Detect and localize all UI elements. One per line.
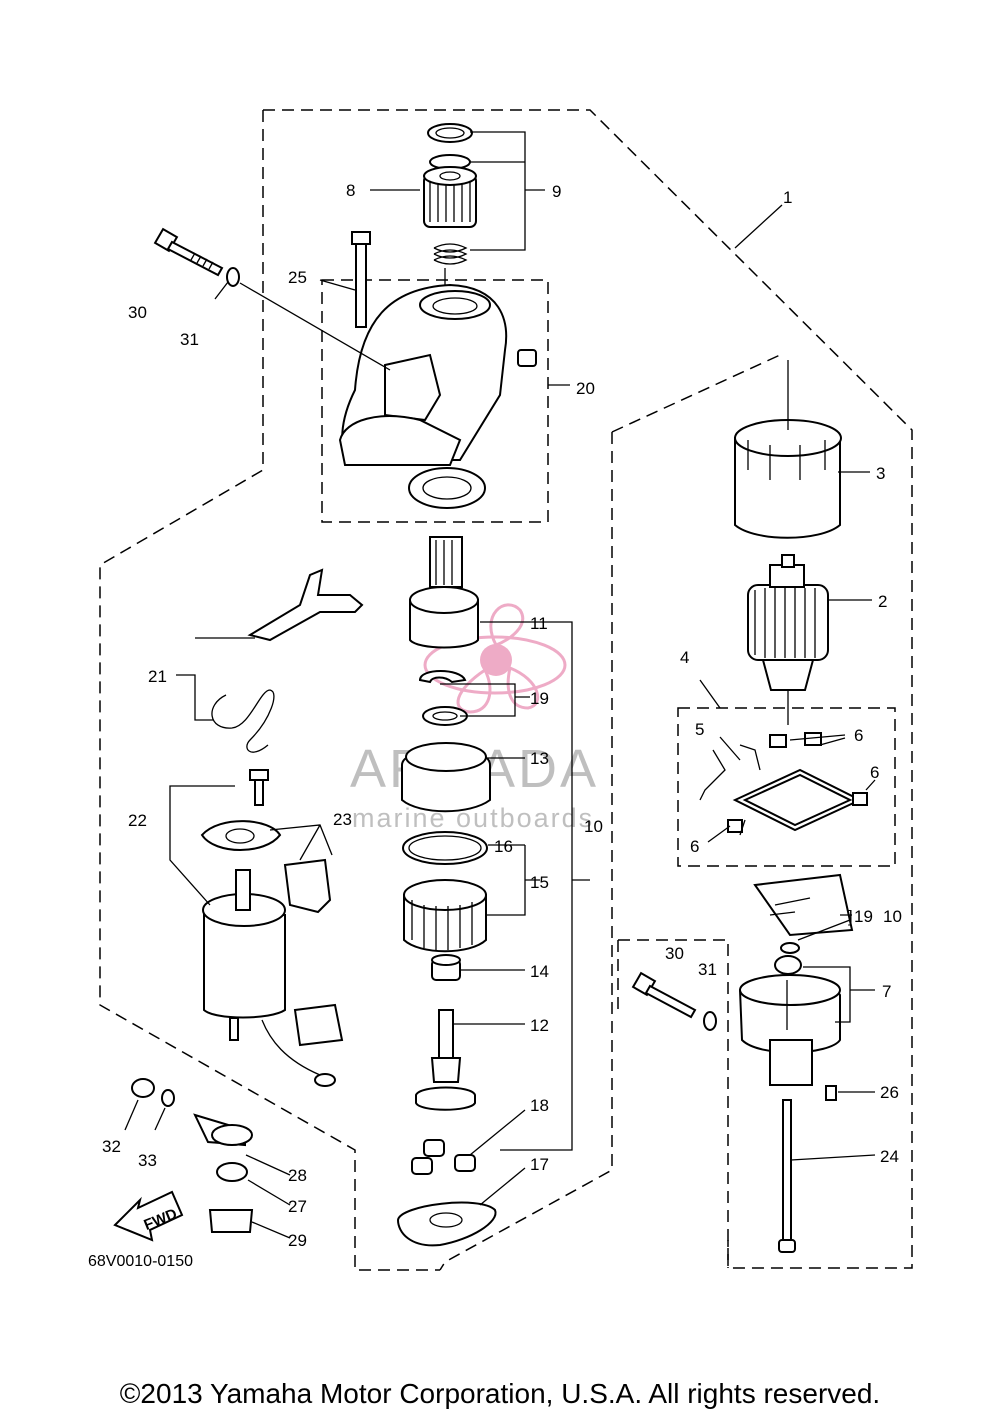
- callout-3: 3: [876, 464, 885, 483]
- callout-16: 16: [494, 837, 513, 856]
- propeller-logo-icon: [423, 603, 567, 714]
- callout-21: 21: [148, 667, 167, 686]
- bolt-rear: [631, 971, 837, 1101]
- callout-29: 29: [288, 1231, 307, 1250]
- bolt-upper: [153, 227, 391, 371]
- callout-27: 27: [288, 1197, 307, 1216]
- callout-labels: 1 2 3 4 5 6 6 6 7 8 9 10 10 11 12 13 14 …: [102, 181, 902, 1250]
- callout-15: 15: [530, 873, 549, 892]
- callout-5: 5: [695, 720, 704, 739]
- callout-23: 23: [333, 810, 352, 829]
- callout-20: 20: [576, 379, 595, 398]
- callout-25: 25: [288, 268, 307, 287]
- callout-2: 2: [878, 592, 887, 611]
- callout-24: 24: [880, 1147, 899, 1166]
- pinion-gear-set: [423, 123, 477, 300]
- callout-7: 7: [882, 982, 891, 1001]
- callout-12: 12: [530, 1016, 549, 1035]
- callout-26: 26: [880, 1083, 899, 1102]
- callout-33: 33: [138, 1151, 157, 1170]
- diagram-code: 68V0010-0150: [88, 1253, 193, 1270]
- front-bracket-housing: [338, 231, 537, 509]
- callout-18: 18: [530, 1096, 549, 1115]
- callout-6c: 6: [690, 837, 699, 856]
- callout-19b-bracket: ]: [848, 907, 853, 926]
- callout-31a: 31: [180, 330, 199, 349]
- callout-17: 17: [530, 1155, 549, 1174]
- callout-4: 4: [680, 648, 689, 667]
- grommet-set: [283, 858, 344, 1047]
- callout-28: 28: [288, 1166, 307, 1185]
- armature: [747, 554, 829, 725]
- fwd-arrow-icon: FWD: [113, 1190, 184, 1242]
- callout-30b: 30: [665, 944, 684, 963]
- magnetic-switch: [200, 769, 336, 1087]
- callout-8: 8: [346, 181, 355, 200]
- callout-13: 13: [530, 749, 549, 768]
- callout-19b: 19: [854, 907, 873, 926]
- drive-assembly: [409, 536, 479, 649]
- rear-end-cover: [738, 873, 854, 1086]
- planetary-gear-parts: [396, 670, 497, 1247]
- copyright-notice: ©2013 Yamaha Motor Corporation, U.S.A. A…: [119, 1378, 881, 1409]
- callout-10a: 10: [584, 817, 603, 836]
- shift-lever-spring: [211, 568, 364, 753]
- callout-32: 32: [102, 1137, 121, 1156]
- callout-6a: 6: [854, 726, 863, 745]
- callout-10b: 10: [883, 907, 902, 926]
- terminal-hardware: [131, 1078, 254, 1233]
- callout-19a: 19: [530, 689, 549, 708]
- callout-1: 1: [783, 188, 792, 207]
- callout-6b: 6: [870, 763, 879, 782]
- through-bolt: [778, 1099, 796, 1253]
- assembly-outlines: [99, 109, 913, 1271]
- callout-11: 11: [530, 614, 548, 633]
- brush-holder-assembly: [699, 732, 868, 836]
- callout-9: 9: [552, 182, 561, 201]
- callout-22: 22: [128, 811, 147, 830]
- yoke-assembly: [734, 360, 842, 539]
- callout-14: 14: [530, 962, 549, 981]
- leader-lines: [124, 131, 876, 1239]
- callout-30a: 30: [128, 303, 147, 322]
- callout-31b: 31: [698, 960, 717, 979]
